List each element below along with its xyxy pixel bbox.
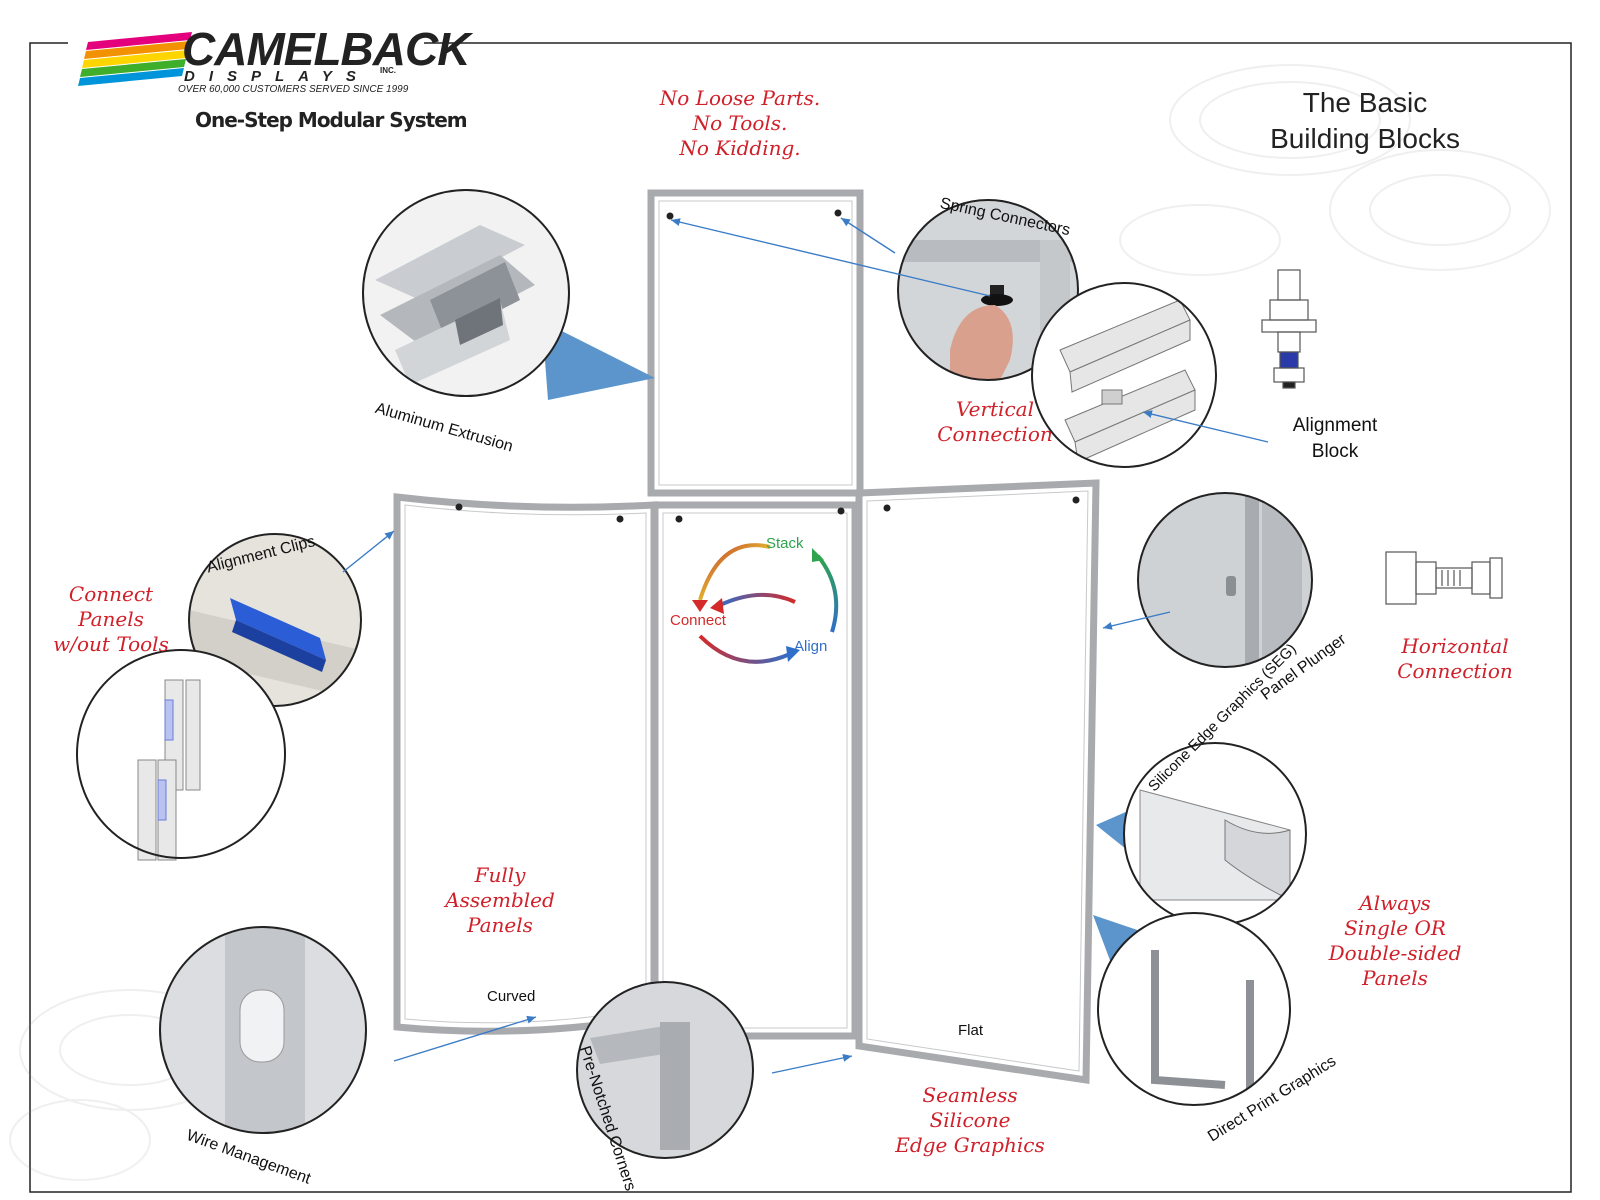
callout-line: Fully [474,863,526,887]
callout-vertical-connection: Vertical Connection [920,397,1070,447]
right-flat-panel [855,479,1100,1085]
callout-line: Connect [68,582,154,606]
panel-plunger-drawing [1385,551,1503,605]
left-curved-panel [393,493,658,1035]
connector-arrows [342,217,1269,1074]
brand-system: One-Step Modular System [195,108,468,132]
page-title: The Basic Building Blocks [1250,85,1480,157]
callout-fully-assembled: Fully Assembled Panels [425,863,575,938]
label-flat: Flat [958,1022,984,1039]
brand-name: CAMELBACK [182,23,470,75]
alignment-block-inset [1031,282,1217,468]
alignment-clips-inset [188,533,362,707]
callout-always-single: Always Single OR Double-sided Panels [1310,891,1480,991]
callout-line: No Kidding. [679,136,801,160]
callout-line: Connection [937,422,1053,446]
connect-panels-inset [76,649,286,861]
callout-line: Vertical [956,397,1034,421]
label-line: Alignment [1292,415,1378,436]
aluminum-extrusion-inset [362,189,655,400]
title-line-2: Building Blocks [1270,123,1460,154]
label-alignment-block: Alignment Block [1280,413,1390,465]
callout-line: Assembled [445,888,555,912]
callout-line: Connection [1397,659,1513,683]
callout-connect-panels: Connect Panels w/out Tools [36,582,186,657]
label-curved: Curved [487,988,536,1005]
callout-line: Edge Graphics [895,1133,1045,1157]
callout-no-loose-parts: No Loose Parts. No Tools. No Kidding. [640,86,840,161]
callout-line: No Tools. [692,111,788,135]
callout-line: No Loose Parts. [659,86,821,110]
callout-line: Seamless [922,1083,1018,1107]
wire-management-inset [159,926,367,1134]
top-panel [647,189,864,497]
callout-line: w/out Tools [53,632,169,656]
callout-line: Panels [1362,966,1428,990]
label-line: Block [1311,441,1359,462]
title-line-1: The Basic [1302,87,1428,118]
pre-notched-inset [576,981,754,1159]
callout-line: Single OR [1344,916,1446,940]
cycle-label-stack: Stack [766,535,804,552]
brand-inc: INC. [380,66,396,75]
callout-line: Horizontal [1401,634,1509,658]
middle-panel [651,501,859,1040]
panel-plunger-inset [1137,492,1313,668]
callout-line: Double-sided [1328,941,1462,965]
callout-line: Always [1359,891,1431,915]
alignment-block-drawing [1261,269,1317,389]
logo-stripes [78,32,192,86]
cycle-label-align: Align [794,638,828,655]
callout-line: Silicone [929,1108,1011,1132]
callout-line: Panels [467,913,533,937]
seg-inset [1096,742,1307,926]
cycle-diagram [692,543,839,664]
callout-seamless: Seamless Silicone Edge Graphics [880,1083,1060,1158]
decorative-swirl-top-right [1119,64,1551,276]
brand-sub: DISPLAYS [184,68,370,85]
cycle-label-connect: Connect [670,612,726,629]
callout-horizontal-connection: Horizontal Connection [1380,634,1530,684]
callout-line: Panels [78,607,144,631]
direct-print-inset [1093,912,1291,1106]
page-border [29,42,1572,1193]
brand-tagline: OVER 60,000 CUSTOMERS SERVED SINCE 1999 [178,84,409,95]
spring-connector-dots [455,209,1080,523]
